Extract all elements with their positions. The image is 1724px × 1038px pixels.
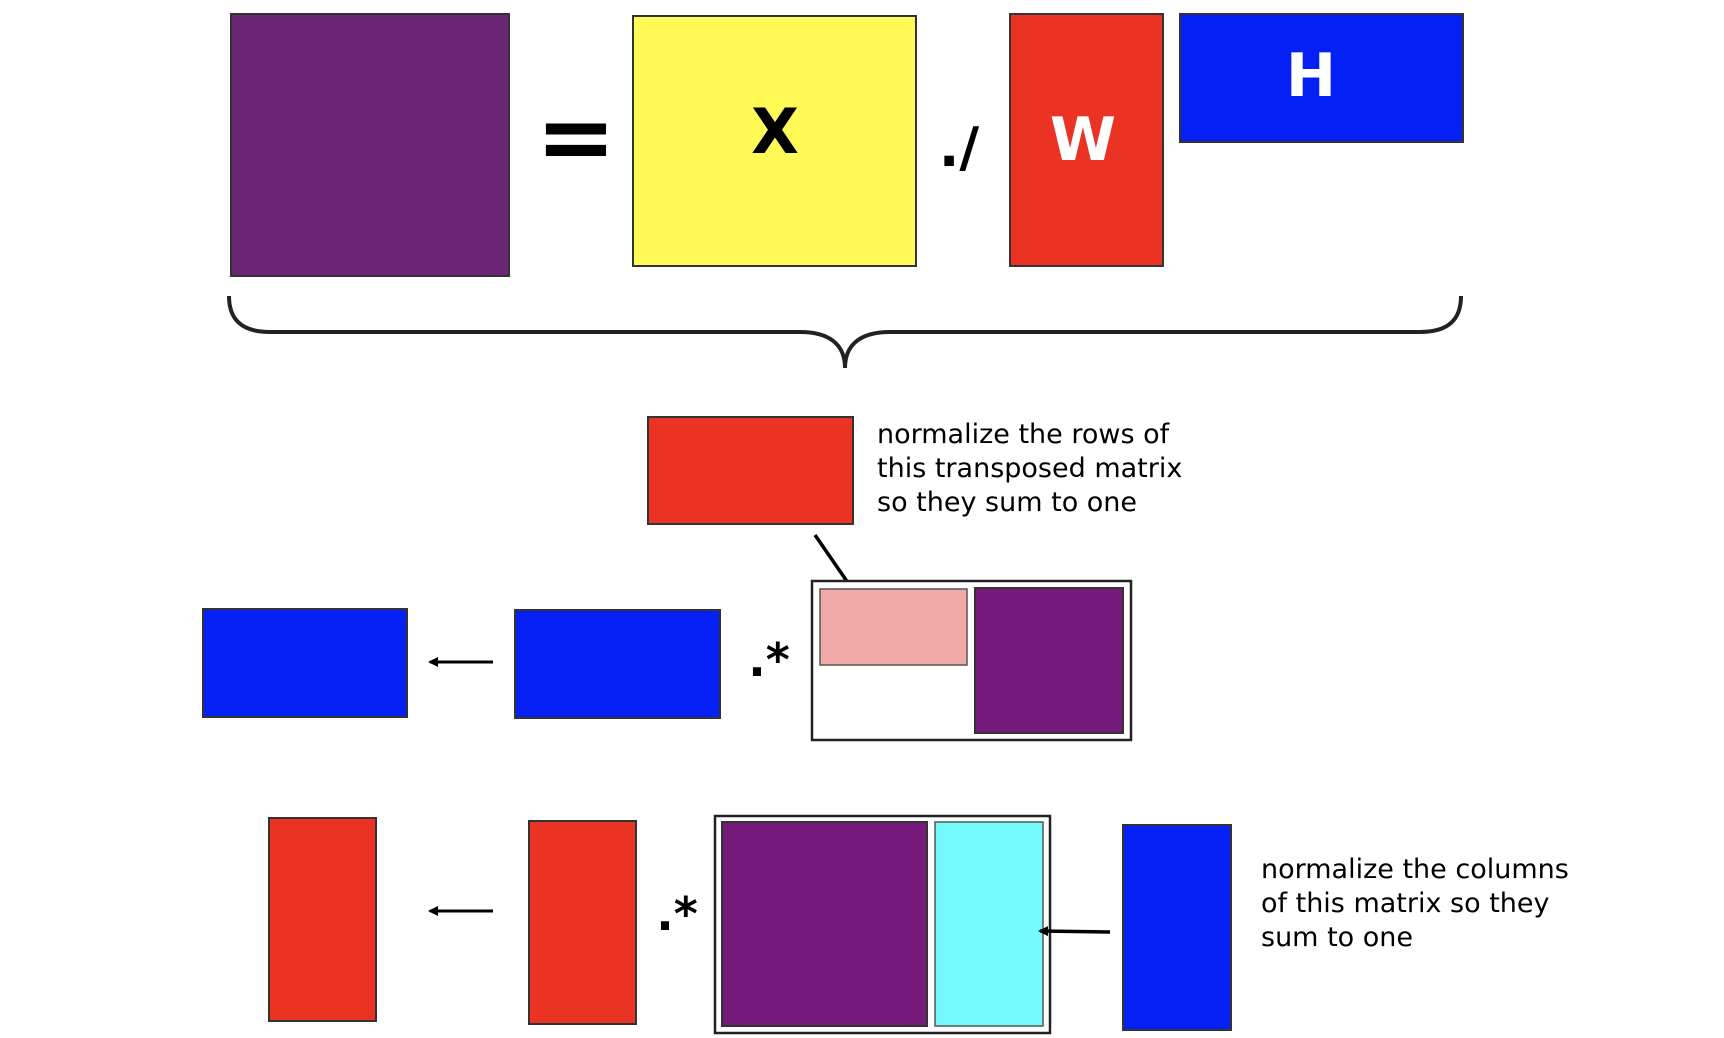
w-matrix-label: W: [1050, 105, 1116, 175]
equation-row: = X ./ W H: [230, 13, 1464, 277]
row-normalize-note-line-2: this transposed matrix: [877, 453, 1182, 484]
h-new-matrix: [202, 608, 408, 718]
h-transposed-matrix: [1122, 824, 1232, 1031]
ratio-matrix-copy-w: [721, 821, 928, 1027]
ratio-matrix-copy-h: [974, 587, 1124, 734]
w-matrix: [1009, 13, 1164, 267]
column-normalize-note-line-3: sum to one: [1261, 922, 1413, 953]
w-transposed-normalized-matrix: [819, 588, 968, 666]
h-update-row: normalize the rows of this transposed ma…: [202, 416, 1191, 742]
column-normalize-arrow: [1038, 926, 1111, 937]
column-normalize-note: normalize the columns of this matrix so …: [1261, 854, 1577, 953]
row-normalize-note-line-1: normalize the rows of: [877, 419, 1171, 450]
ratio-matrix: [230, 13, 510, 277]
w-multiply-operator: .*: [656, 887, 698, 941]
h-old-matrix: [514, 609, 721, 719]
equals-sign: =: [536, 81, 616, 193]
w-update-row: .* normalize the columns of this matrix …: [268, 814, 1577, 1035]
h-matrix: [1179, 13, 1464, 143]
x-matrix: [632, 15, 917, 267]
column-normalize-note-line-2: of this matrix so they: [1261, 888, 1550, 919]
h-transposed-normalized-matrix: [934, 821, 1044, 1027]
row-normalize-note-line-3: so they sum to one: [877, 487, 1137, 518]
x-matrix-label: X: [751, 95, 799, 168]
w-old-matrix: [528, 820, 637, 1025]
elementwise-divide-operator: ./: [939, 116, 980, 179]
w-new-matrix: [268, 817, 377, 1022]
column-normalize-note-line-1: normalize the columns: [1261, 854, 1569, 885]
h-multiply-operator: .*: [748, 633, 790, 687]
row-normalize-note: normalize the rows of this transposed ma…: [877, 419, 1191, 518]
curly-brace: [227, 295, 1463, 369]
w-transposed-matrix: [647, 416, 854, 525]
h-matrix-label: H: [1286, 41, 1336, 111]
